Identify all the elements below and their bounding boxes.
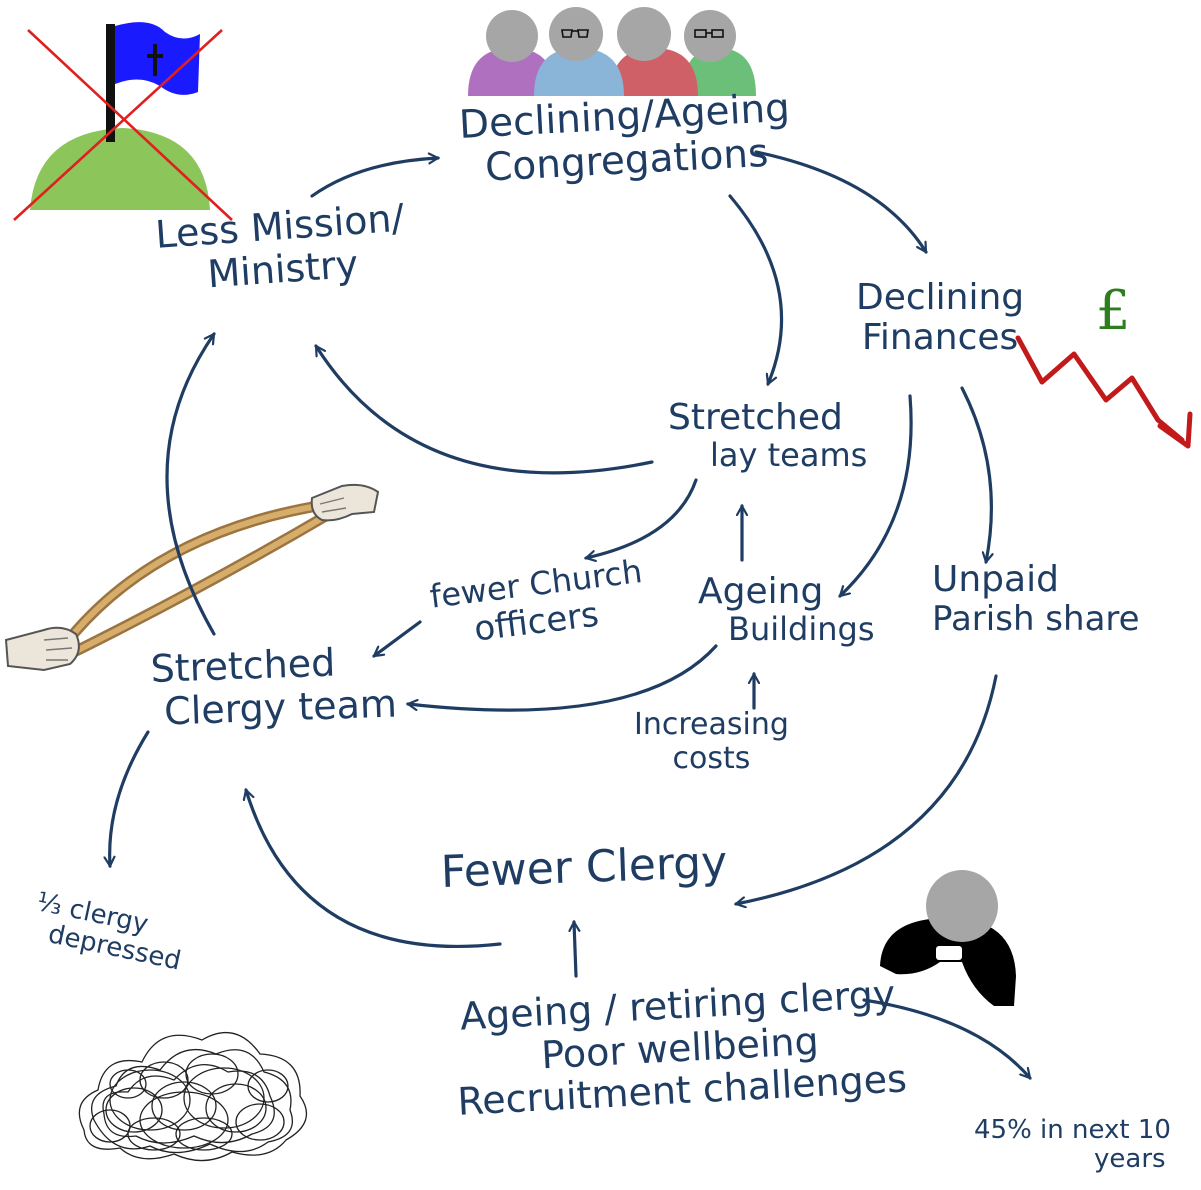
- arrow-congregations-to-finances: [754, 150, 928, 252]
- node-unpaid-parish-share: Unpaid Parish share: [932, 559, 1140, 640]
- crossed-out-flag-on-hill-icon: [13, 22, 233, 221]
- arrow-officers-to-clergy-team: [374, 620, 422, 658]
- arrow-causes-to-retire-stat: [862, 998, 1032, 1078]
- arrow-lay-to-mission: [314, 346, 654, 475]
- arrow-mission-to-congregations: [310, 158, 438, 198]
- node-fewer-clergy-line1: Fewer Clergy: [439, 837, 728, 898]
- pound-sign-icon: £: [1096, 279, 1131, 342]
- arrow-finances-to-buildings: [840, 394, 913, 598]
- node-declining-congregations: Declining/Ageing Congregations: [458, 86, 793, 192]
- node-retire-stat-line2: years: [1094, 1144, 1166, 1175]
- node-stretched-clergy-team: Stretched Clergy team: [150, 639, 398, 734]
- downward-trend-arrow-icon: [1015, 335, 1193, 449]
- arrow-finances-to-unpaid: [960, 386, 991, 562]
- node-ageing-buildings-line1: Ageing: [698, 571, 824, 612]
- node-increasing-costs-line1: Increasing: [634, 707, 789, 742]
- node-increasing-costs: Increasing costs: [634, 708, 789, 775]
- node-stretched-lay-line2: lay teams: [710, 436, 868, 475]
- node-retire-stat-line1: 45% in next 10: [974, 1115, 1171, 1145]
- node-causes: Ageing / retiring clergy Poor wellbeing …: [452, 972, 907, 1124]
- clergy-person-icon: [880, 870, 1016, 1006]
- arrow-causes-to-fewer-clergy: [574, 922, 576, 978]
- arrow-lay-to-officers: [586, 478, 698, 558]
- node-unpaid-share-line2: Parish share: [932, 599, 1140, 640]
- node-less-mission: Less Mission/ Ministry: [154, 196, 409, 299]
- node-declining-finances-line2: Finances: [861, 317, 1019, 359]
- node-stretched-lay-line1: Stretched: [668, 397, 843, 438]
- arrow-fewer-clergy-to-clergy-team: [246, 790, 502, 949]
- node-stretched-lay-teams: Stretched lay teams: [668, 397, 868, 475]
- node-fewer-clergy: Fewer Clergy: [439, 837, 728, 898]
- node-unpaid-share-line1: Unpaid: [932, 559, 1059, 600]
- arrow-clergy-team-to-depressed: [110, 730, 150, 866]
- node-retire-stat: 45% in next 10 years: [974, 1115, 1171, 1175]
- arrow-buildings-to-clergy-team: [408, 644, 718, 712]
- node-increasing-costs-line2: costs: [672, 740, 751, 776]
- dark-scribble-cloud-icon: [78, 1032, 308, 1162]
- node-ageing-buildings: Ageing Buildings: [698, 571, 875, 649]
- arrow-unpaid-to-fewer-clergy: [736, 674, 998, 904]
- group-of-people-icon: [468, 7, 756, 96]
- stretched-rubber-band-icon: [4, 483, 380, 672]
- node-ageing-buildings-line2: Buildings: [728, 610, 875, 649]
- node-declining-finances: Declining Finances: [856, 277, 1025, 359]
- arrow-congregations-to-lay: [728, 194, 784, 384]
- arrow-clergy-team-to-mission: [165, 334, 216, 636]
- node-declining-finances-line1: Declining: [856, 277, 1025, 318]
- node-stretched-clergy-line2: Clergy team: [163, 680, 398, 734]
